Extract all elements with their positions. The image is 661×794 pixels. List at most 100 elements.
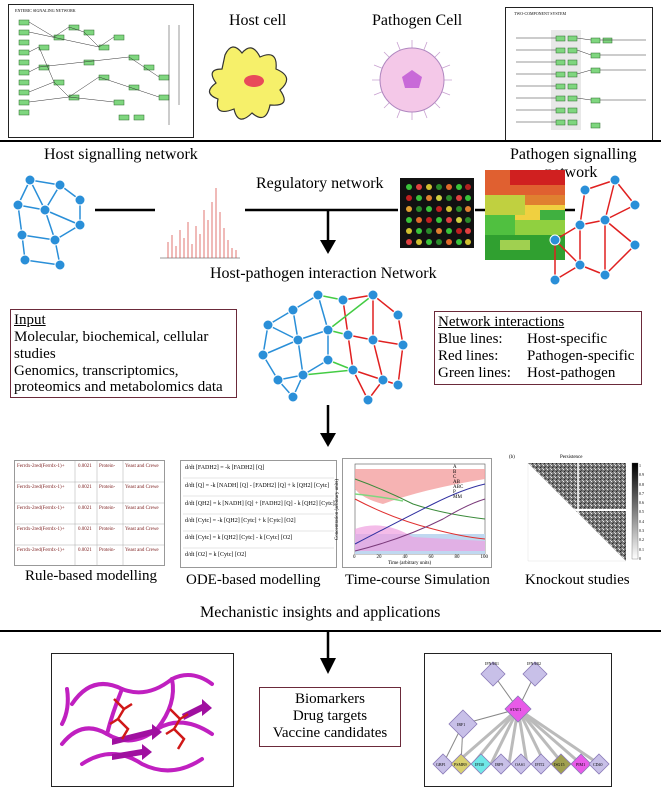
rule-cell: Yeast and Crewe: [125, 527, 159, 532]
mechanistic-label: Mechanistic insights and applications: [200, 604, 441, 621]
network-box-title: Network interactions: [438, 314, 565, 330]
time-xlabel: Time (arbitrary units): [388, 561, 432, 566]
host-pathway-map: ENTERIC SIGNALING NETWORK: [8, 4, 194, 138]
legend-green-value: Host-pathogen: [527, 365, 616, 381]
host-pathway-diagram: [18, 19, 180, 125]
arrow-down-2: [320, 405, 336, 447]
knockout-matrix: (b) Persistence 1 0.9 0.8 0.7 0.6 0.5 0.…: [508, 455, 652, 569]
node-label: GBP1: [436, 762, 446, 767]
input-line-1: Molecular, biochemical, cellular: [14, 329, 209, 345]
host-pathogen-network: [257, 289, 409, 406]
rule-based-table: Ferrdx-2red(Ferrdx-1)+ 0.0021 Protein- Y…: [14, 460, 165, 566]
regulatory-network-label: Regulatory network: [256, 175, 384, 192]
host-cell-illustration: [208, 46, 288, 120]
rule-cell: Yeast and Crewe: [125, 485, 159, 490]
rule-cell: Protein-: [99, 485, 116, 490]
pathogen-cell-illustration: [372, 40, 452, 120]
legend-red-label: Red lines:: [438, 348, 499, 364]
stat1-network-graph: [432, 661, 610, 775]
scale-tick: 0.9: [639, 472, 644, 478]
application-biomarkers: Biomarkers: [295, 691, 365, 707]
ode-equation: d/dt [Q] = -k [NADH] [Q] - [FADH2] [Q] +…: [185, 483, 330, 489]
node-label: PIM1: [576, 762, 586, 767]
input-line-4: proteomics and metabolomics data: [14, 379, 223, 395]
legend-entry: A: [453, 465, 457, 470]
rule-table-grid: [15, 461, 164, 565]
rule-cell: Yeast and Crewe: [125, 464, 159, 469]
host-signalling-label: Host signalling network: [44, 146, 198, 163]
rule-cell: Ferrdx-2red(Ferrdx-1)+: [17, 464, 65, 469]
knockout-heatmap: [527, 462, 639, 562]
rule-cell: Ferrdx-2red(Ferrdx-1)+: [17, 527, 65, 532]
network-interactions-box: Network interactions Blue lines: Host-sp…: [434, 311, 642, 385]
time-legend: A B C AB ABC P MM: [453, 465, 463, 500]
host-pathway-title: ENTERIC SIGNALING NETWORK: [15, 8, 76, 13]
rule-cell: 0.0021: [78, 506, 92, 511]
rule-cell: Yeast and Crewe: [125, 548, 159, 553]
input-line-2: studies: [14, 346, 56, 362]
legend-entry: C: [453, 475, 457, 480]
x-tick: 40: [402, 555, 408, 560]
arrow-down-3: [320, 630, 336, 674]
legend-red-value: Pathogen-specific: [527, 348, 635, 364]
legend-entry: AB: [453, 480, 460, 485]
node-label: PSMB9: [454, 762, 467, 767]
pathogen-cell-label: Pathogen Cell: [372, 12, 463, 29]
rule-cell: 0.0021: [78, 464, 92, 469]
pathogen-pathway-title: TWO-COMPONENT SYSTEM: [514, 11, 567, 16]
legend-blue-value: Host-specific: [527, 331, 607, 347]
time-course-chart: A B C AB ABC P MM 0 20 40 60 80 100 Time…: [335, 458, 492, 568]
applications-box: Biomarkers Drug targets Vaccine candidat…: [259, 687, 401, 747]
node-label: IFI30: [475, 762, 484, 767]
scale-tick: 0.1: [639, 546, 644, 552]
protein-ribbon: [60, 673, 214, 773]
rule-cell: Yeast and Crewe: [125, 506, 159, 511]
legend-entry: P: [453, 490, 456, 495]
x-tick: 60: [428, 555, 434, 560]
legend-entry: ABC: [453, 485, 464, 490]
node-label: CD40: [593, 762, 603, 767]
scale-tick: 0.2: [639, 537, 644, 543]
ode-equation: d/dt [FADH2] = -k [FADH2] [Q]: [185, 465, 265, 471]
scale-tick: 0.8: [639, 481, 644, 487]
scale-tick: 0.3: [639, 528, 644, 534]
legend-green-label: Green lines:: [438, 365, 511, 381]
application-vaccine-candidates: Vaccine candidates: [272, 725, 388, 741]
node-label: OAS1: [515, 762, 526, 767]
x-tick: 100: [480, 555, 489, 560]
scale-tick: 0.5: [639, 509, 644, 515]
node-label: IFNAR1: [485, 661, 500, 666]
scale-tick: 0.4: [639, 518, 644, 524]
protein-structure: [51, 653, 234, 787]
pathogen-pathway-diagram: [516, 30, 646, 130]
divider-bottom: [0, 630, 661, 632]
input-line-3: Genomics, transcriptomics,: [14, 363, 179, 379]
stat1-network: IFNAR1 IFNAR2 STAT1 IRF1 GBP1 PSMB9 IFI3…: [424, 653, 612, 787]
scale-tick: 0: [639, 555, 641, 561]
signalling-row: [12, 170, 641, 286]
host-cell-label: Host cell: [229, 12, 287, 29]
time-xticks: 0 20 40 60 80 100: [353, 555, 488, 560]
input-box: Input Molecular, biochemical, cellular s…: [10, 309, 237, 398]
rule-cell: 0.0021: [78, 485, 92, 490]
rule-cell: Protein-: [99, 506, 116, 511]
node-label: IRF9: [495, 762, 504, 767]
rule-cell: 0.0021: [78, 527, 92, 532]
rule-cell: Ferrdx-2red(Ferrdx-1)+: [17, 485, 65, 490]
ode-based-label: ODE-based modelling: [186, 572, 321, 588]
node-label: IFIT2: [535, 762, 545, 767]
x-tick: 0: [353, 555, 356, 560]
legend-entry: B: [453, 470, 457, 475]
time-ylabel: Concentration (arbitrary units): [335, 478, 341, 541]
application-drug-targets: Drug targets: [292, 708, 368, 724]
rule-cell: 0.0021: [78, 548, 92, 553]
rule-based-label: Rule-based modelling: [25, 568, 158, 584]
scale-tick: 0.6: [639, 500, 644, 506]
input-title: Input: [14, 312, 46, 328]
pathogen-pathway-map: TWO-COMPONENT SYSTEM: [505, 7, 653, 141]
legend-blue-label: Blue lines:: [438, 331, 503, 347]
x-tick: 20: [376, 555, 382, 560]
rule-cell: Ferrdx-2red(Ferrdx-1)+: [17, 506, 65, 511]
rule-cell: Protein-: [99, 527, 116, 532]
scale-tick: 0.7: [639, 490, 644, 496]
